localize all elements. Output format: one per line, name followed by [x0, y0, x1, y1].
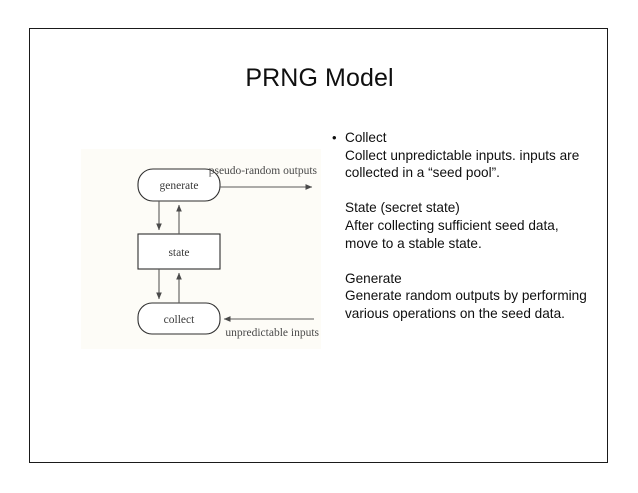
prng-model-diagram: generate state collect pseudo-random out… [81, 149, 321, 349]
block-heading-state: State (secret state) [345, 200, 460, 216]
paragraph-spacer [326, 252, 588, 270]
block-heading-collect: Collect [345, 130, 387, 145]
block-body-state: After collecting sufficient seed data, m… [345, 217, 559, 251]
prng-diagram-svg: generate state collect pseudo-random out… [137, 165, 320, 339]
block-body-generate: Generate random outputs by performing va… [345, 288, 587, 321]
list-item: • Collect [326, 129, 588, 147]
edge-label-unpredictable-inputs: unpredictable inputs [225, 327, 319, 339]
block-heading-generate: Generate [345, 270, 402, 286]
paragraph-spacer [326, 182, 588, 200]
node-state-label: state [168, 247, 189, 259]
bullet-marker: • [332, 130, 337, 145]
node-generate-label: generate [160, 180, 199, 192]
block-body-collect: Collect unpredictable inputs. inputs are… [345, 147, 580, 181]
slide-body-text: • Collect Collect unpredictable inputs. … [326, 129, 588, 323]
page-title: PRNG Model [245, 64, 394, 92]
edge-label-pseudo-random-outputs: pseudo-random outputs [209, 165, 318, 177]
node-state-shape [137, 233, 221, 270]
node-collect-label: collect [164, 314, 195, 326]
slide-frame: PRNG Model generate state collect [29, 28, 608, 463]
node-generate-shape [137, 168, 221, 202]
